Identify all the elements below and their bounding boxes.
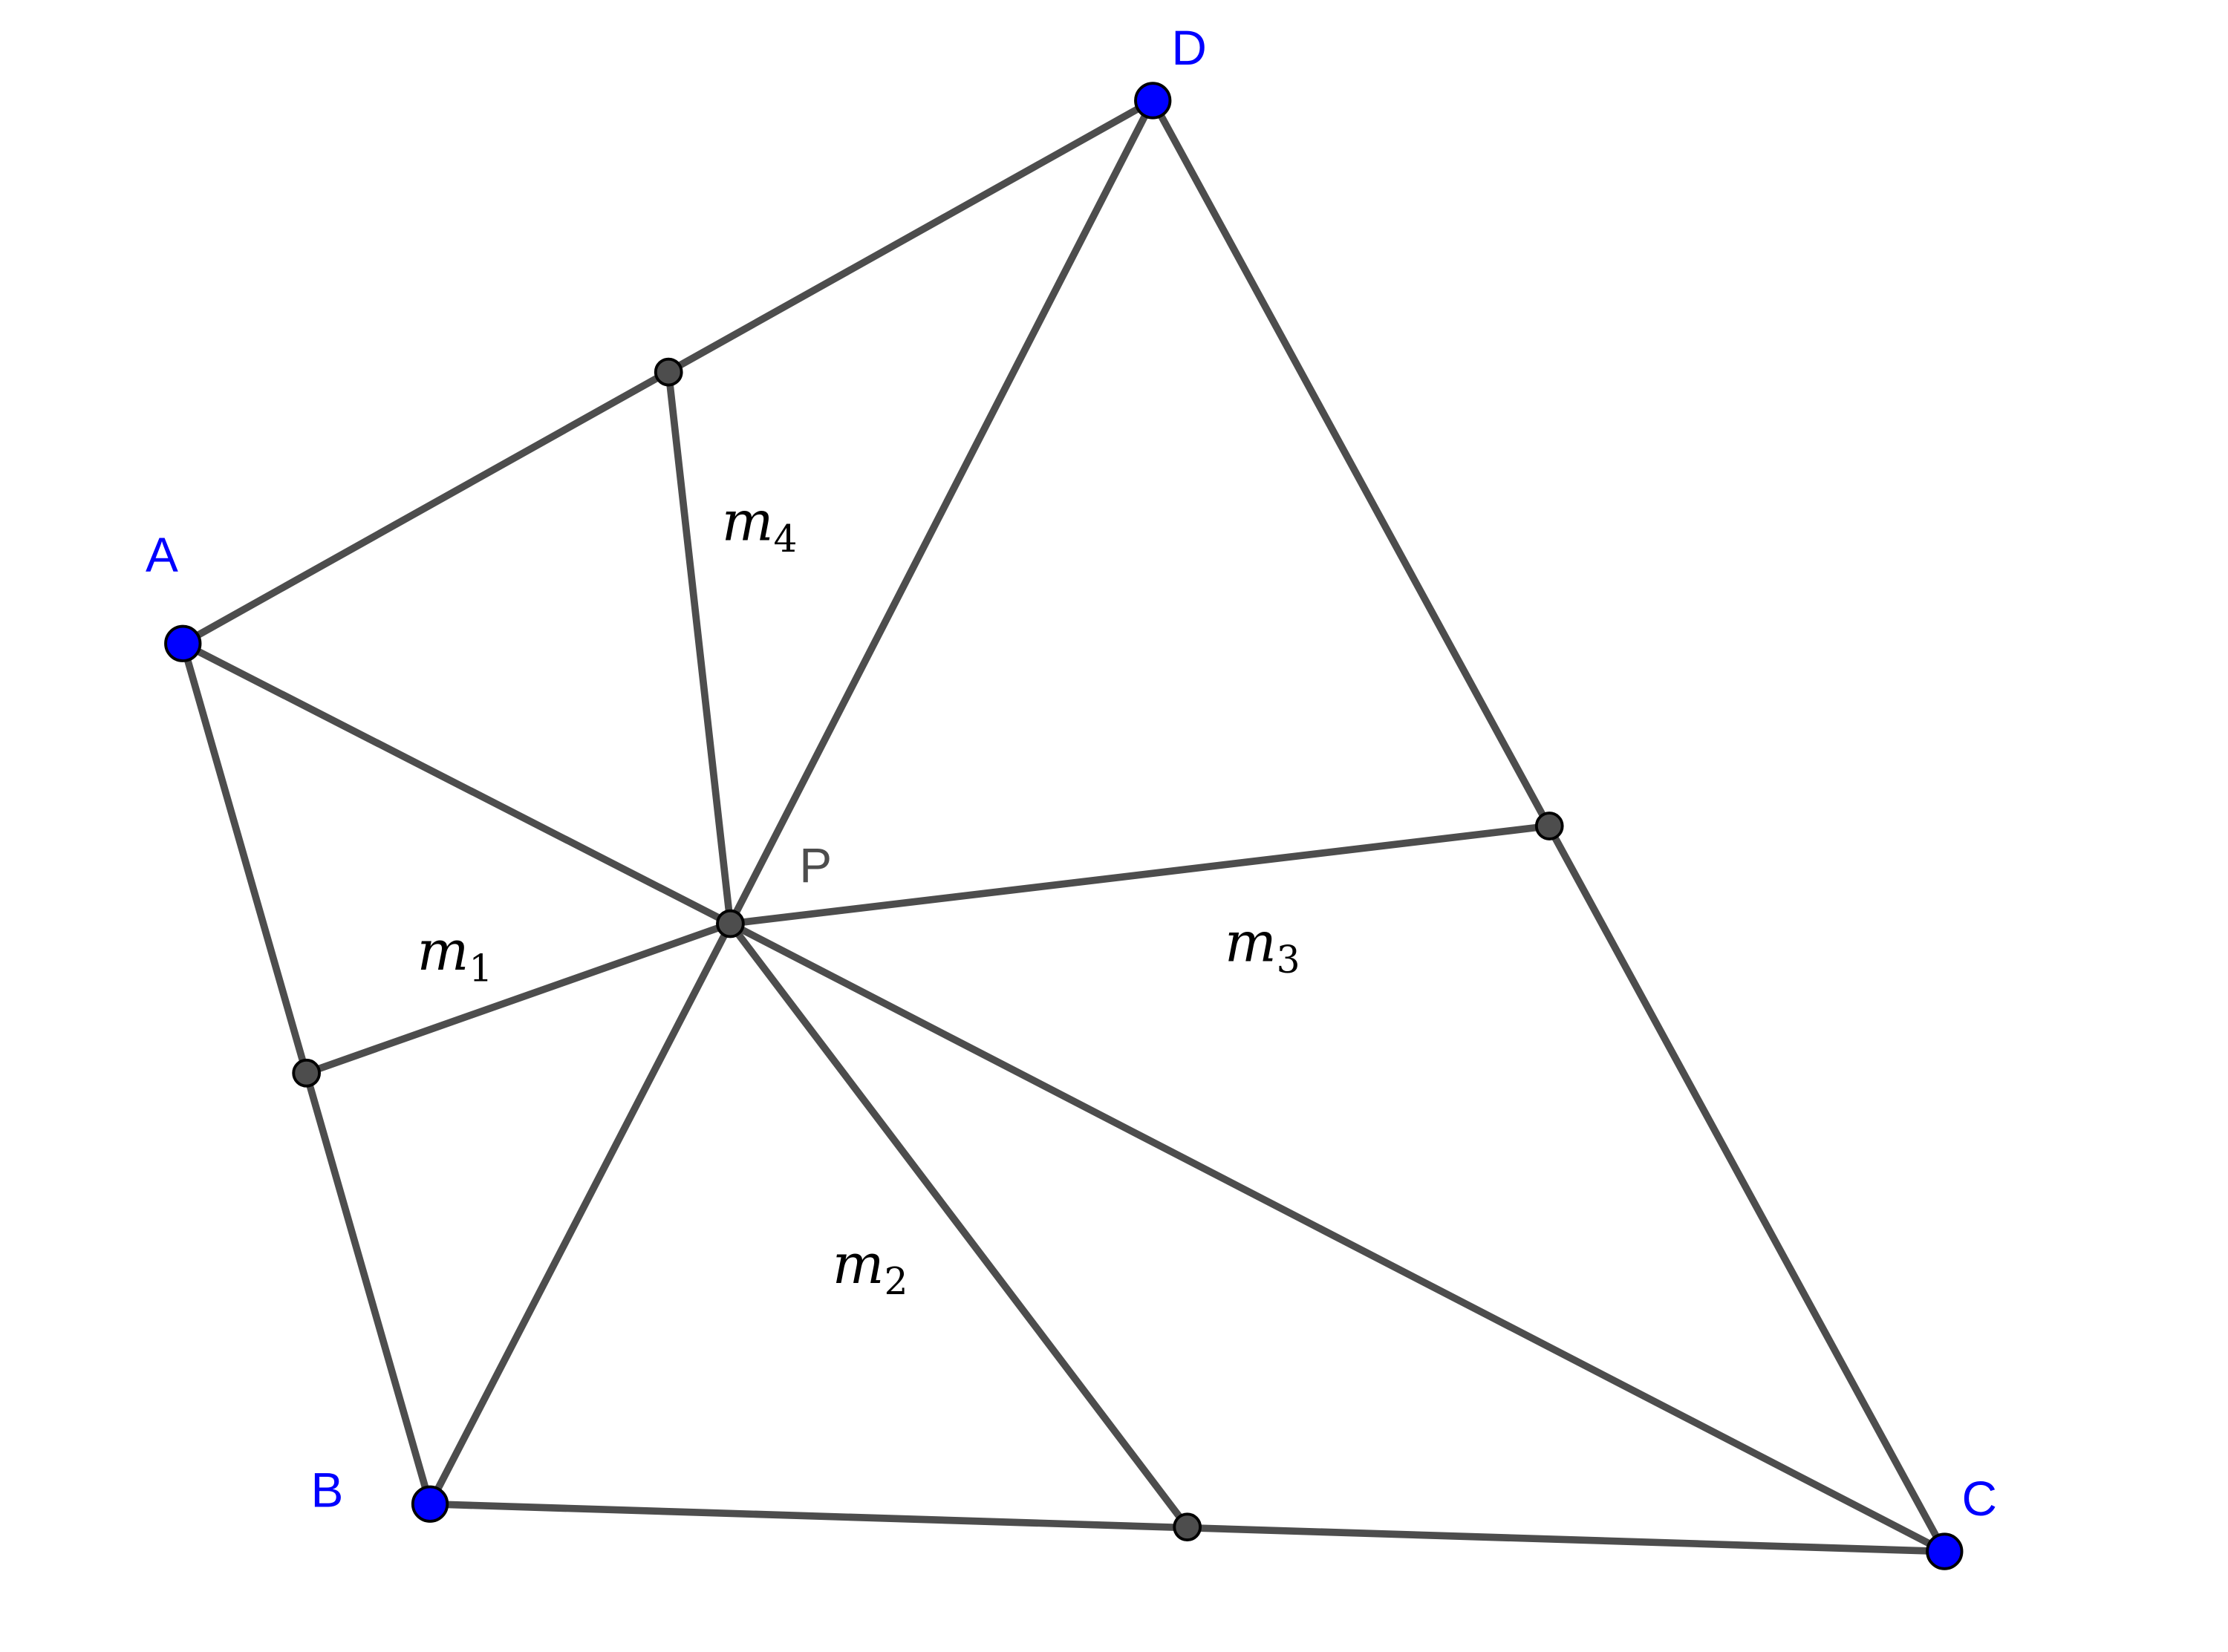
label-D: D bbox=[1171, 20, 1206, 75]
segment-PC bbox=[726, 920, 1949, 1555]
label-m4: m4 bbox=[722, 490, 798, 560]
point-D[interactable] bbox=[1134, 82, 1172, 120]
label-m3: m3 bbox=[1225, 911, 1300, 981]
label-C: C bbox=[1962, 1471, 1998, 1526]
midpoint-AD[interactable] bbox=[654, 357, 683, 387]
segment-P-mid-AB bbox=[302, 920, 734, 1077]
point-B[interactable] bbox=[411, 1485, 449, 1523]
midpoint-AB[interactable] bbox=[292, 1058, 321, 1088]
point-A[interactable] bbox=[164, 624, 202, 662]
point-P[interactable] bbox=[716, 909, 745, 938]
label-A: A bbox=[146, 527, 178, 582]
segment-P-mid-DC bbox=[726, 822, 1554, 927]
label-B: B bbox=[310, 1463, 343, 1518]
segment-PB bbox=[426, 920, 734, 1508]
label-P: P bbox=[799, 838, 832, 892]
segment-PD bbox=[726, 97, 1157, 927]
midpoint-DC[interactable] bbox=[1534, 812, 1564, 840]
midpoint-BC[interactable] bbox=[1173, 1512, 1202, 1542]
segment-P-mid-AD bbox=[665, 368, 734, 927]
segment-PA bbox=[179, 639, 734, 927]
segment-P-mid-BC bbox=[726, 920, 1191, 1531]
point-C[interactable] bbox=[1926, 1532, 1964, 1570]
label-m1: m1 bbox=[417, 920, 493, 990]
label-m2: m2 bbox=[833, 1233, 908, 1303]
